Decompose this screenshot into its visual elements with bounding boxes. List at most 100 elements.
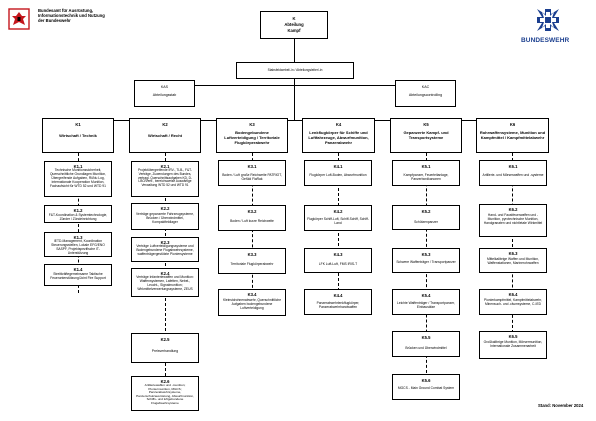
division-name: Lenkflugkörper für Schiffe und Luftfahrz… bbox=[308, 130, 369, 145]
department-line-1: Abteilung bbox=[284, 22, 304, 27]
unit-k6-1: K6.1 Artillerie- und Mörserwaffen und -s… bbox=[479, 160, 547, 186]
unit-k3-2: K3.2 Boden / Luft kurze Reichweite bbox=[218, 205, 286, 231]
unit-code: K2.6 bbox=[160, 379, 170, 384]
unit-code: K2.2 bbox=[160, 206, 170, 211]
division-head-k3: K3 Bodengebundene Luftverteidigung / Ter… bbox=[216, 118, 288, 153]
date-stamp: Stand: November 2024 bbox=[538, 403, 584, 408]
unit-code: K2.5 bbox=[160, 337, 170, 342]
unit-k4-4: K4.4 Panzerabwehrlenkflugkörper, Panzera… bbox=[304, 289, 372, 315]
unit-text: Verträge Infanteriewaffen und Munition: … bbox=[136, 275, 194, 291]
agency-name-line-3: der Bundeswehr bbox=[38, 18, 71, 24]
division-code: K1 bbox=[75, 122, 81, 127]
unit-code: K1.3 bbox=[73, 235, 83, 240]
staff-unit-kac: KAC Abteilungscontrolling bbox=[395, 80, 456, 107]
unit-k6-2: K6.2 Hand- und Faustfeuerwaffen und -Mun… bbox=[479, 204, 547, 237]
unit-text: Kampfpanzer, Feuerleitanlage, Panzerbord… bbox=[403, 173, 449, 181]
unit-k2-2: K2.2 Verträge gepanzerte Fahrzeugsysteme… bbox=[131, 203, 199, 230]
connector-division-horizontal bbox=[78, 120, 513, 121]
unit-code: K2.3 bbox=[160, 240, 170, 245]
unit-k4-3: K4.3 LFK Luft-Luft, FMS IRIS-T bbox=[304, 248, 372, 273]
staff-unit-code: KAS bbox=[160, 85, 169, 89]
unit-k2-3: K2.3 Verträge Luftverteidigungssysteme u… bbox=[131, 237, 199, 262]
unit-text: Verträge gepanzerte Fahrzeugsysteme, Brü… bbox=[136, 212, 194, 224]
division-name: Wirtschaft / Recht bbox=[148, 133, 182, 138]
unit-text: Panzerabwehrlenkflugkörper, Panzerabwehr… bbox=[316, 301, 360, 309]
unit-text: LFK Luft-Luft, FMS IRIS-T bbox=[318, 262, 358, 266]
connector-top-vertical bbox=[294, 39, 295, 120]
unit-code: K3.2 bbox=[247, 209, 257, 214]
unit-code: K6.3 bbox=[508, 251, 518, 256]
division-code: K6 bbox=[509, 122, 516, 127]
unit-code: K5.5 bbox=[421, 335, 431, 340]
unit-k1-1: K1.1 Technische Munitionssicherheit, Que… bbox=[44, 161, 112, 197]
unit-code: K5.3 bbox=[421, 252, 431, 257]
division-head-k2: K2 Wirtschaft / Recht bbox=[129, 118, 201, 153]
division-head-k4: K4 Lenkflugkörper für Schiffe und Luftfa… bbox=[302, 118, 375, 153]
unit-text: Artillerie- und Mörserwaffen und -system… bbox=[482, 173, 544, 177]
unit-k4-2: K4.2 Flugkörper Schiff-Luft, Schiff-Schi… bbox=[304, 205, 372, 231]
division-head-k6: K6 Rohrwaffensysteme, Munition und Kampf… bbox=[476, 118, 549, 153]
unit-code: K6.4 bbox=[508, 292, 518, 297]
unit-text: Projektübergreifende IRV-, TLB-, F&T-Ver… bbox=[137, 168, 193, 188]
division-name: Wirtschaft / Technik bbox=[59, 133, 97, 138]
unit-text: Brücken und Überwindmittel bbox=[405, 346, 447, 350]
unit-k2-1: K2.1 Projektübergreifende IRV-, TLB-, F&… bbox=[131, 161, 199, 197]
staff-unit-name: Abteilungscontrolling bbox=[408, 93, 443, 97]
unit-text: Hand- und Faustfeuerwaffen und -Munition… bbox=[483, 213, 543, 225]
unit-text: Boden / Luft kurze Reichweite bbox=[230, 219, 274, 223]
staff-unit-code: KAC bbox=[421, 85, 430, 89]
brand-wordmark: BUNDESWEHR bbox=[521, 37, 570, 44]
unit-k6-5: K6.5 Großkalibrige Munition, Mörsermunit… bbox=[479, 331, 547, 359]
unit-k2-4: K2.4 Verträge Infanteriewaffen und Munit… bbox=[131, 268, 199, 297]
column-spine-k1 bbox=[78, 153, 79, 293]
unit-k1-4: K1.4 Streitkräftegemeinsame Taktische Fe… bbox=[44, 264, 112, 286]
unit-k2-5-box: K2.5 Preisverhandlung bbox=[131, 333, 199, 363]
unit-k1-3: K1.3 IETD-Management, Koordination Steue… bbox=[44, 232, 112, 257]
unit-text: Mittelkalibrige Waffen und Munition, Waf… bbox=[486, 257, 540, 265]
agency-name: Bundesamt für Ausrüstung, Informationste… bbox=[38, 8, 158, 24]
column-spine-k2 bbox=[165, 153, 166, 376]
unit-code: K2.4 bbox=[160, 271, 170, 276]
unit-code: K5.4 bbox=[421, 293, 431, 298]
unit-k2-6: K2.6 Artilleriewaffen und -munition; Pio… bbox=[131, 376, 199, 411]
unit-text: Großkalibrige Munition, Mörsermunition, … bbox=[483, 340, 543, 348]
unit-code: K6.2 bbox=[508, 207, 518, 212]
connector-staff-horizontal bbox=[195, 85, 395, 86]
unit-text: Flugkörper Luft-Boden, Abwurfmunition bbox=[309, 173, 367, 177]
division-head-k5: K5 Gepanzerte Kampf- und Transportsystem… bbox=[390, 118, 462, 153]
unit-code: K1.4 bbox=[73, 267, 83, 272]
unit-k3-4: K3.4 Kleinstdrohnenabwehr, Querschnittli… bbox=[218, 289, 286, 316]
unit-text: Flugkörper Schiff-Luft, Schiff-Schiff, S… bbox=[307, 217, 369, 225]
unit-text: IETD-Management, Koordination Steuerungs… bbox=[51, 239, 105, 255]
unit-k5-6: K5.6 MGCS - Main Ground Combat System bbox=[392, 374, 460, 400]
unit-code: K2.1 bbox=[160, 164, 170, 169]
unit-code: K6.1 bbox=[508, 164, 518, 169]
unit-k1-2: K1.2 F&T-Koordination & Systemtechnologi… bbox=[44, 205, 112, 223]
unit-text: Technische Munitionssicherheit, Querschn… bbox=[49, 168, 107, 188]
agency-name-line-2: Informationstechnik und Nutzung bbox=[38, 13, 105, 19]
unit-code: K1.2 bbox=[73, 208, 83, 213]
staff-unit-name: Abteilungsstab bbox=[152, 93, 177, 97]
unit-code: K1.1 bbox=[73, 164, 83, 169]
department-head-box: K Abteilung Kampf bbox=[260, 11, 328, 39]
unit-code: K6.5 bbox=[508, 334, 518, 339]
department-line-2: Kampf bbox=[287, 28, 301, 33]
unit-text: Pionierkampfmittel, Kampfmittelabwehr, M… bbox=[484, 298, 542, 306]
unit-code: K4.4 bbox=[333, 293, 343, 298]
staff-unit-kas: KAS Abteilungsstab bbox=[134, 80, 195, 107]
division-name: Bodengebundene Luftverteidigung / Territ… bbox=[224, 130, 280, 145]
unit-k6-3: K6.3 Mittelkalibrige Waffen und Munition… bbox=[479, 248, 547, 273]
unit-k3-1: K3.1 Boden / Luft große Reichweite PATRI… bbox=[218, 160, 286, 186]
division-code: K2 bbox=[162, 122, 168, 127]
unit-code: K4.1 bbox=[333, 164, 343, 169]
agency-name-line-1: Bundesamt für Ausrüstung, bbox=[38, 8, 94, 13]
unit-code: K4.3 bbox=[333, 252, 343, 257]
unit-text: Territoriale Flugkörperabwehr bbox=[230, 262, 274, 266]
division-name: Gepanzerte Kampf- und Transportsysteme bbox=[403, 130, 449, 140]
unit-k6-4: K6.4 Pionierkampfmittel, Kampfmittelabwe… bbox=[479, 289, 547, 315]
division-code: K3 bbox=[249, 122, 255, 127]
unit-text: Schwere Waffenträger / Transportpanzer bbox=[396, 260, 456, 264]
division-name: Rohrwaffensysteme, Munition und Kampfmit… bbox=[479, 130, 546, 140]
eagle-emblem-icon bbox=[8, 8, 30, 30]
unit-text: Boden / Luft große Reichweite PATRIOT, G… bbox=[222, 173, 282, 181]
